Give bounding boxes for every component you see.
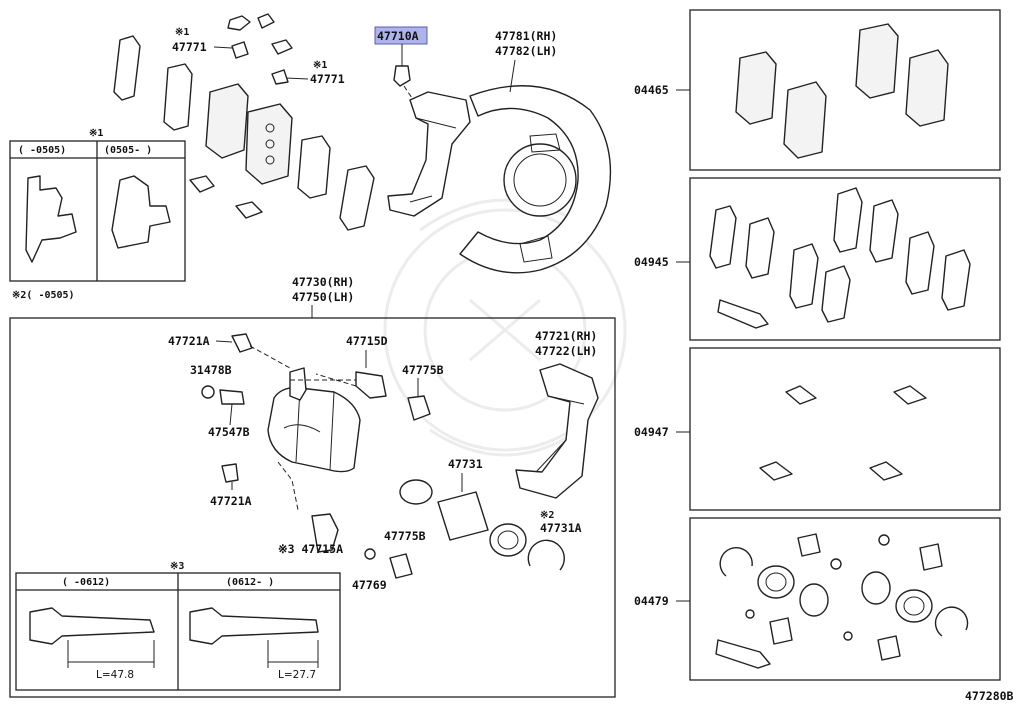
inset-3-mark: ※3 xyxy=(170,561,184,572)
part-47710a-label: 47710A xyxy=(377,29,419,43)
caliper-body xyxy=(267,367,361,473)
part-47730-label: 47730(RH) xyxy=(292,275,354,289)
part-47547b-label: 47547B xyxy=(208,425,250,439)
part-47769-label: 47769 xyxy=(352,578,387,592)
part-47722-label: 47722(LH) xyxy=(535,344,597,358)
part-47721a-label-2: 47721A xyxy=(210,494,252,508)
mark-1-label-2: ※1 xyxy=(313,60,327,71)
ref-number: 477280B xyxy=(965,689,1014,703)
part-47781-label: 47781(RH) xyxy=(495,29,557,43)
inset-3-col1: ( -0612) xyxy=(62,577,110,588)
part-47731a-label: 47731A xyxy=(540,521,582,535)
part-47775b-label-2: 47775B xyxy=(384,529,426,543)
kit-04947-label: 04947 xyxy=(634,425,669,439)
caliper-bracket-upper xyxy=(387,91,471,217)
pad-kit-parts xyxy=(113,13,375,231)
part-47775b-label: 47775B xyxy=(402,363,444,377)
part-47782-label: 47782(LH) xyxy=(495,44,557,58)
caliper-assembly-box xyxy=(9,317,616,698)
kit-04465-label: 04465 xyxy=(634,83,669,97)
kit-04947-box xyxy=(689,347,1001,511)
part-47771-label-2: 47771 xyxy=(310,72,345,86)
inset-1-mark: ※1 xyxy=(89,128,103,139)
part-47715a-label: ※3 47715A xyxy=(278,542,343,556)
length-label-1: L=47.8 xyxy=(96,669,134,681)
part-47750-label: 47750(LH) xyxy=(292,290,354,304)
length-label-2: L=27.7 xyxy=(278,669,316,681)
kit-04945-label: 04945 xyxy=(634,255,669,269)
inset-1: ※1 ( -0505) (0505- ) xyxy=(9,128,186,282)
kit-04465-box xyxy=(689,9,1001,171)
part-47771-label: 47771 xyxy=(172,40,207,54)
kit-04479-label: 04479 xyxy=(634,594,669,608)
inset-3: ※3 ( -0612) (0612- ) L=47.8 L=27.7 xyxy=(15,561,341,691)
part-47731-label: 47731 xyxy=(448,457,483,471)
note-2: ※2( -0505) xyxy=(12,290,75,301)
mark-2-label: ※2 xyxy=(540,510,554,521)
kit-04945-box xyxy=(689,177,1001,341)
inset-1-col1: ( -0505) xyxy=(18,145,66,156)
part-31478b-label: 31478B xyxy=(190,363,232,377)
inset-3-col2: (0612- ) xyxy=(226,577,274,588)
part-47721-label: 47721(RH) xyxy=(535,329,597,343)
part-47710a-highlight xyxy=(374,26,428,45)
inset-1-col2: (0505- ) xyxy=(104,145,152,156)
part-47715d-label: 47715D xyxy=(346,334,388,348)
caliper-bracket-lower xyxy=(515,363,599,499)
kit-04479-box xyxy=(689,517,1001,681)
mark-1-label: ※1 xyxy=(175,27,189,38)
part-47721a-label: 47721A xyxy=(168,334,210,348)
dust-shield xyxy=(459,85,612,274)
